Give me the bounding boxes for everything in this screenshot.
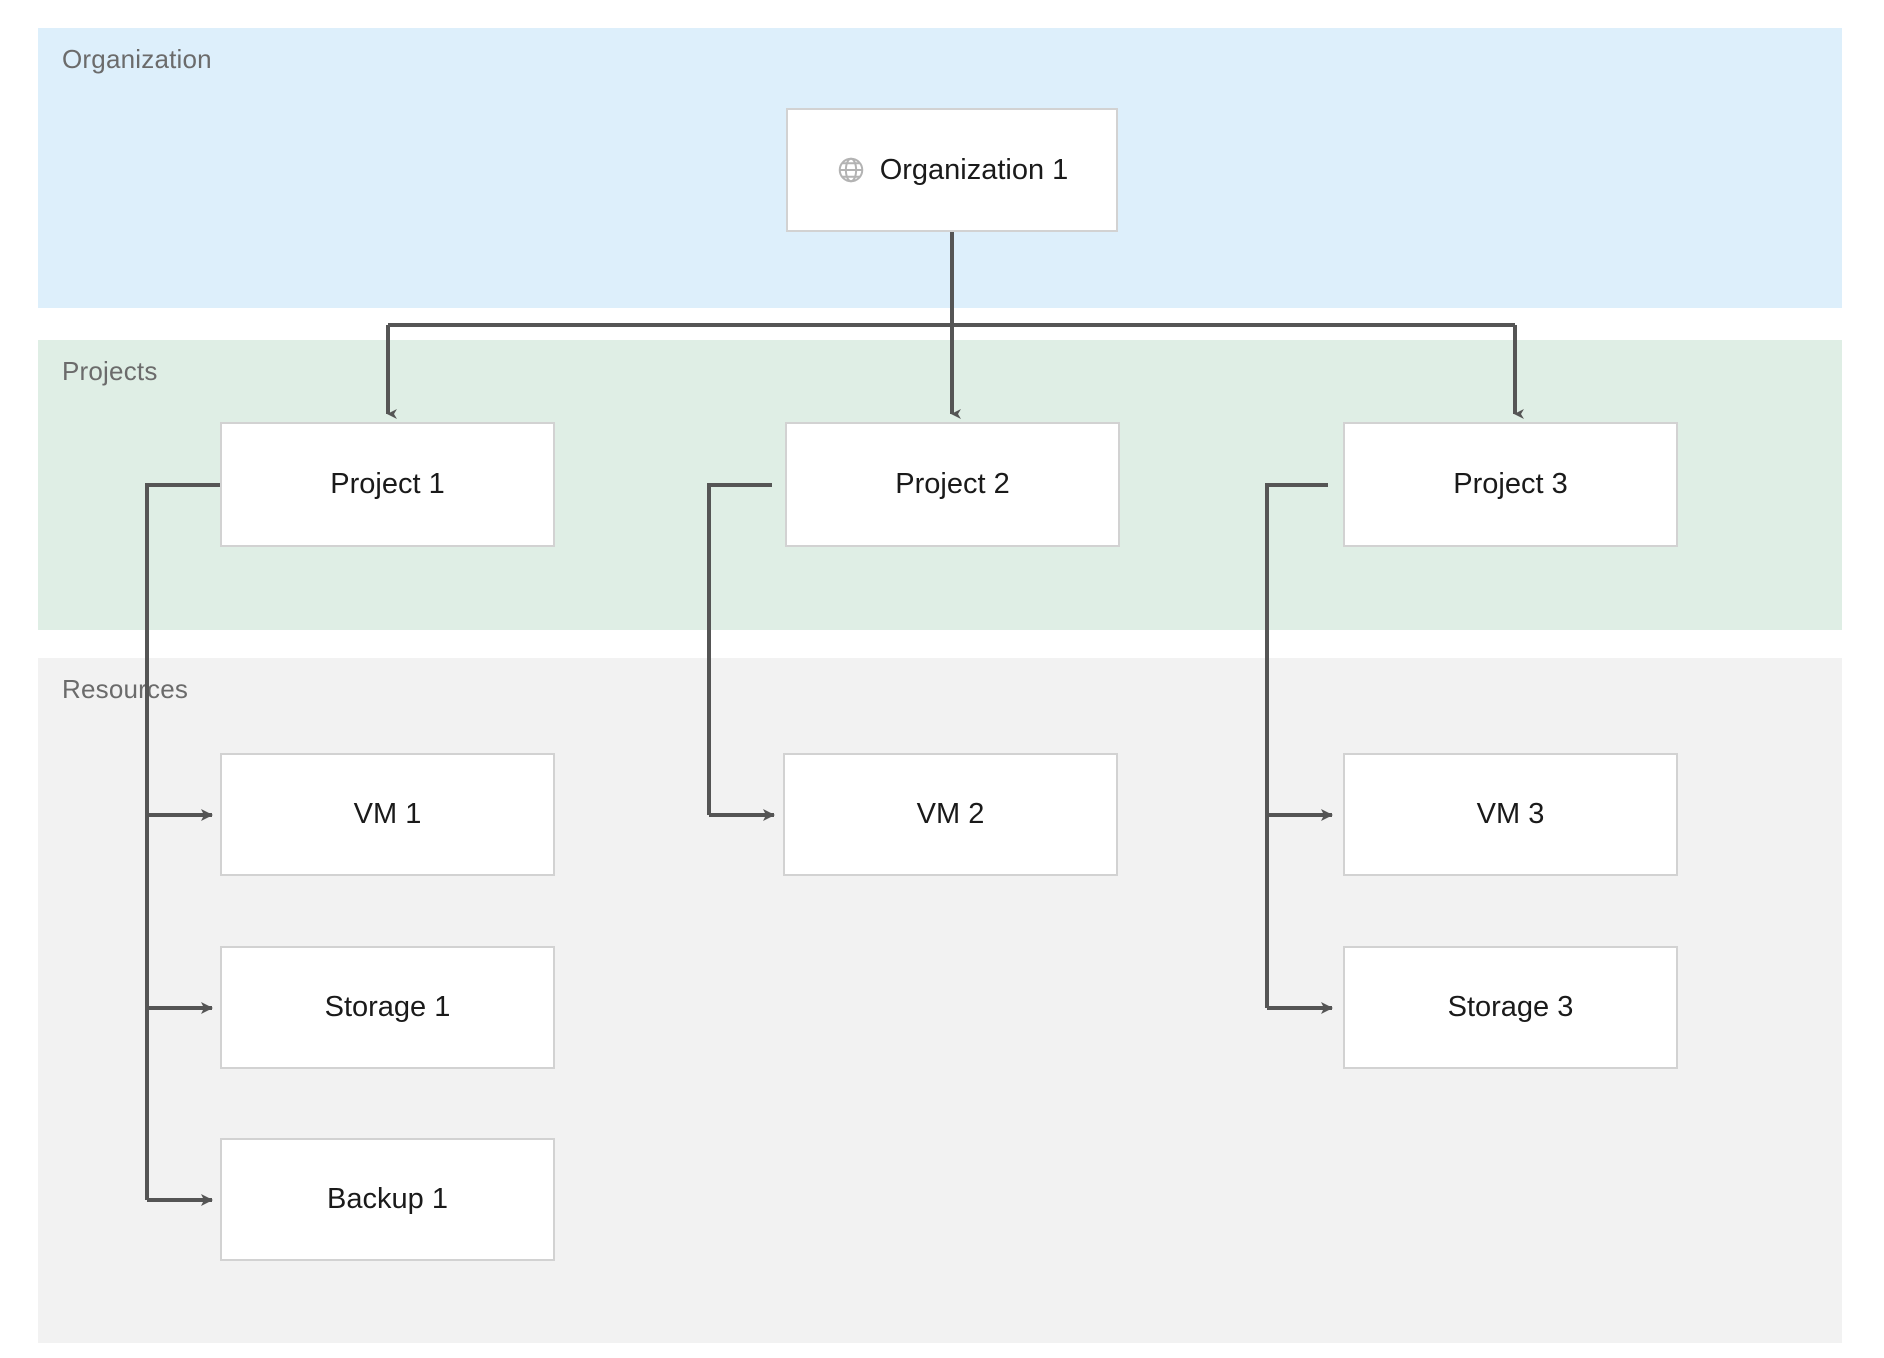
node-project-2[interactable]: Project 2 xyxy=(785,422,1120,547)
node-label: VM 2 xyxy=(916,798,985,830)
node-vm-3[interactable]: VM 3 xyxy=(1343,753,1678,876)
node-label: Storage 1 xyxy=(324,991,451,1023)
node-label: Project 2 xyxy=(895,468,1010,500)
node-project-3[interactable]: Project 3 xyxy=(1343,422,1678,547)
node-organization-1[interactable]: Organization 1 xyxy=(786,108,1118,232)
node-vm-1[interactable]: VM 1 xyxy=(220,753,555,876)
node-label: Project 3 xyxy=(1453,468,1568,500)
node-label: Project 1 xyxy=(330,468,445,500)
node-label: Storage 3 xyxy=(1447,991,1574,1023)
node-storage-3[interactable]: Storage 3 xyxy=(1343,946,1678,1069)
node-label: Organization 1 xyxy=(879,153,1069,186)
node-vm-2[interactable]: VM 2 xyxy=(783,753,1118,876)
node-project-1[interactable]: Project 1 xyxy=(220,422,555,547)
band-label-resources: Resources xyxy=(62,674,189,704)
node-backup-1[interactable]: Backup 1 xyxy=(220,1138,555,1261)
node-storage-1[interactable]: Storage 1 xyxy=(220,946,555,1069)
node-label: Backup 1 xyxy=(327,1183,448,1215)
node-label: VM 1 xyxy=(353,798,422,830)
band-label-projects: Projects xyxy=(62,356,158,386)
band-label-organization: Organization xyxy=(62,44,212,74)
node-label: VM 3 xyxy=(1476,798,1545,830)
globe-icon xyxy=(836,155,866,185)
